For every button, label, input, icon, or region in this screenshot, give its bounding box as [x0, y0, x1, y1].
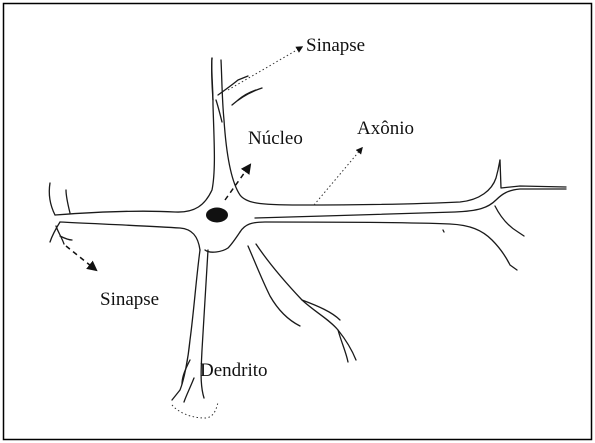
axon-terminal-upper	[499, 159, 567, 189]
upper-dendrite-branch-left	[210, 57, 214, 101]
upper-dendrite-branch-fork	[231, 87, 263, 106]
lower-dendrite-right-4	[337, 329, 349, 363]
upper-dendrite-branch-right	[217, 75, 249, 96]
soma-bottom-right	[204, 231, 241, 253]
lower-dendrite-right	[247, 245, 301, 327]
upper-dendrite-right-edge	[220, 59, 501, 206]
axonio-leader	[313, 146, 363, 206]
lower-dendrite-main-right	[200, 249, 209, 399]
label-nucleo: Núcleo	[248, 128, 303, 149]
nucleus-ellipse	[206, 207, 228, 223]
lower-dendrite-right-3	[301, 299, 341, 321]
lower-dendrite-right-2	[255, 243, 357, 361]
lower-dendrite-tip-branch	[181, 359, 195, 403]
axon-lower-edge	[239, 221, 518, 271]
axon-mark	[442, 229, 445, 233]
dendrito-tip-dotted	[171, 401, 219, 419]
sinapse-top-leader	[227, 46, 304, 91]
label-axonio: Axônio	[357, 118, 414, 139]
lower-dendrite-main	[171, 249, 201, 401]
nucleo-arrow	[224, 163, 252, 201]
left-dendrite-mid-branch	[65, 189, 71, 214]
upper-dendrite-small-branch	[215, 99, 223, 123]
label-sinapse-left: Sinapse	[100, 289, 159, 310]
sinapse-left-arrow	[65, 245, 98, 272]
neuron-outline	[48, 57, 567, 403]
soma-lower-outline	[59, 221, 201, 251]
label-sinapse-top: Sinapse	[306, 35, 365, 56]
left-dendrite-tip	[55, 225, 73, 245]
label-dendrito: Dendrito	[200, 360, 268, 381]
left-dendrite-upper-branch	[48, 182, 56, 216]
axon-upper-edge	[254, 188, 567, 219]
soma-upper-outline	[54, 57, 216, 216]
axon-terminal-lower	[494, 205, 525, 237]
left-dendrite-lower-branch	[49, 221, 61, 243]
